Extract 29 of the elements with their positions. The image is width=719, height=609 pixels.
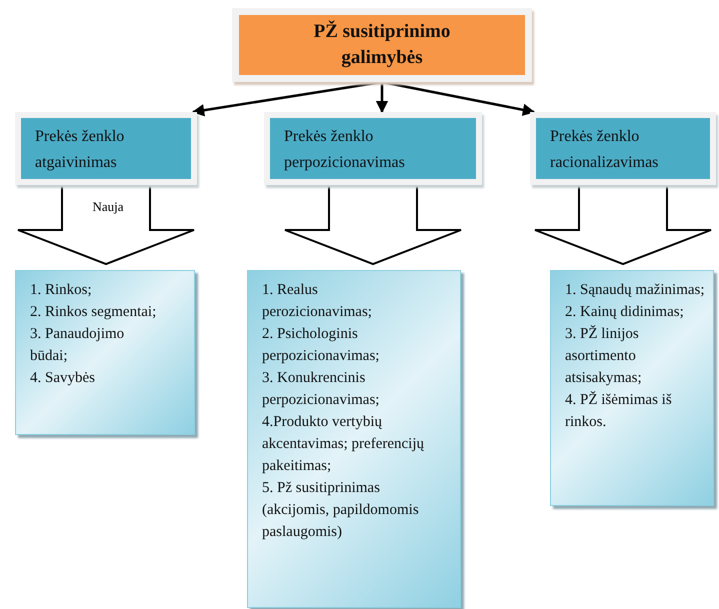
list-item: 2. Psichologinis perpozicionavimas; <box>262 325 380 366</box>
list-item: 3. Panaudojimo būdai; <box>30 325 126 366</box>
box-label: PŽ susitiprinimo galimybės <box>312 20 452 70</box>
list-item: 3. PŽ linijos asortimento atsisakymas; <box>565 324 643 388</box>
box-label: Prekės ženklo perpozicionavimas <box>284 127 406 173</box>
box-label: Prekės ženklo atgaivinimas <box>35 127 126 173</box>
strategy-box <box>15 112 197 185</box>
list-item: 3. Konukrencinis perpozicionavimas; <box>262 369 380 410</box>
list-box <box>15 270 195 435</box>
list-box <box>550 270 714 506</box>
strategy-box <box>264 112 482 185</box>
list-item: 1. Realus perozicionavimas; <box>262 281 373 322</box>
list-item: 2. Kainų didinimas; <box>565 303 685 322</box>
block-arrow <box>284 184 462 266</box>
arrow <box>382 80 536 116</box>
list-item: 4.Produkto vertybių akcentavimas; preferencijų pakeitimas; <box>262 413 425 476</box>
list-box <box>247 270 461 608</box>
arrow <box>192 80 382 116</box>
block-arrow <box>534 184 712 266</box>
arrow <box>376 82 388 114</box>
list-item: 5. Pž susitiprinimas (akcijomis, papildomomis paslaugomis) <box>262 479 420 542</box>
list-item: 1. Sąnaudų mažinimas; <box>565 281 705 300</box>
list-item: 4. Savybės <box>30 369 96 388</box>
list-item: 4. PŽ išėmimas iš rinkos. <box>565 390 673 432</box>
list-item: 2. Rinkos segmentai; <box>30 303 158 322</box>
box-label: Prekės ženklo racionalizavimas <box>550 127 660 173</box>
list-item: 1. Rinkos; <box>30 281 93 300</box>
strategy-box <box>530 112 716 185</box>
title-box <box>232 8 532 82</box>
